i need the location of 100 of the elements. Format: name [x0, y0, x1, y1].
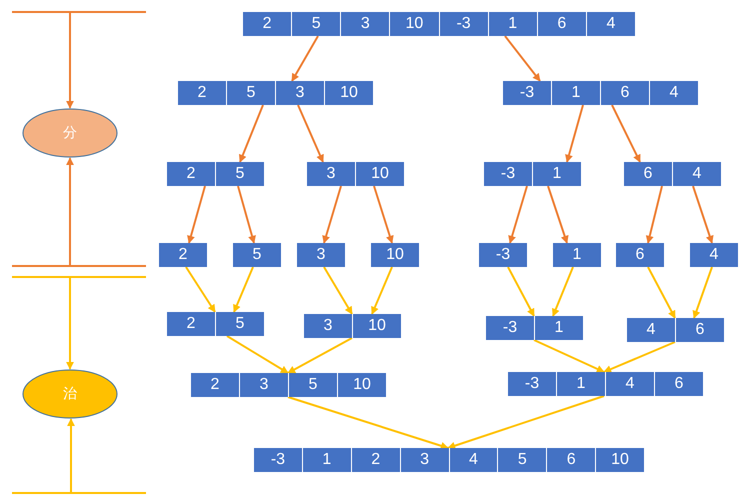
arrow	[233, 266, 254, 313]
arrow	[288, 396, 449, 450]
array-value: 6	[634, 245, 646, 265]
arrow	[323, 266, 353, 315]
array-value: -3	[518, 83, 536, 103]
array-value: 4	[448, 448, 498, 472]
array-value: 4	[649, 81, 698, 105]
array-value: 3	[322, 316, 334, 336]
array-value: 3	[275, 81, 324, 105]
array-bar	[508, 372, 703, 396]
array-bar	[297, 243, 345, 267]
arrow	[185, 266, 216, 313]
array-value: -3	[502, 318, 518, 338]
horizontal-line	[12, 265, 146, 267]
array-bar	[307, 162, 404, 186]
array-bar	[243, 12, 635, 36]
array-value: 2	[262, 14, 273, 34]
array-value: 1	[551, 81, 600, 105]
array-value: 10	[324, 81, 373, 105]
array-value: 4	[672, 162, 721, 186]
array-bar	[479, 243, 527, 267]
array-value: 10	[352, 314, 401, 338]
array-bar	[191, 373, 386, 397]
arrow	[373, 186, 394, 244]
array-value: 6	[642, 164, 654, 184]
arrow	[534, 339, 605, 373]
arrow	[507, 266, 535, 317]
array-value: 5	[497, 448, 546, 472]
arrow	[504, 35, 541, 82]
array-value: 6	[675, 318, 724, 342]
array-value: 1	[534, 316, 583, 340]
array-value: -3	[494, 245, 512, 265]
ellipse-label: 分	[62, 124, 78, 142]
array-bar	[627, 318, 724, 342]
array-value: 3	[316, 245, 326, 265]
array-bar	[304, 314, 401, 338]
arrow	[187, 186, 206, 244]
array-bar	[503, 81, 698, 105]
array-value: 2	[178, 245, 188, 265]
arrow	[66, 157, 74, 265]
array-value: 2	[210, 375, 220, 395]
array-value: 2	[196, 83, 208, 103]
array-bar	[371, 243, 419, 267]
array-value: 3	[326, 164, 336, 184]
arrow	[508, 186, 528, 244]
arrow	[547, 186, 569, 244]
array-value: 5	[291, 12, 340, 36]
array-value: 4	[646, 320, 656, 340]
horizontal-line	[12, 492, 146, 494]
array-value: 10	[389, 12, 438, 36]
arrow	[692, 186, 714, 244]
arrow	[646, 186, 663, 244]
array-value: -3	[270, 450, 286, 470]
array-value: 3	[239, 373, 288, 397]
array-bar	[616, 243, 664, 267]
arrow	[447, 395, 604, 450]
arrow	[371, 266, 393, 315]
array-value: 1	[532, 162, 581, 186]
array-value: 3	[400, 448, 448, 472]
array-bar	[254, 448, 644, 472]
array-bar	[484, 162, 581, 186]
array-value: 5	[215, 312, 264, 336]
array-value: 6	[546, 448, 596, 472]
horizontal-line	[12, 276, 146, 278]
array-value: 6	[600, 81, 649, 105]
array-value: 1	[556, 372, 605, 396]
array-value: 4	[708, 245, 720, 265]
array-value: 2	[350, 448, 400, 472]
array-value: 1	[572, 245, 582, 265]
arrow	[287, 337, 352, 374]
array-value: 1	[302, 448, 351, 472]
array-bar	[486, 316, 583, 340]
array-bar	[233, 243, 281, 267]
array-value: 10	[385, 245, 405, 265]
array-value: 3	[340, 12, 390, 36]
array-value: 5	[215, 162, 264, 186]
array-value: 2	[186, 164, 196, 184]
array-value: 5	[252, 245, 262, 265]
arrow	[226, 335, 289, 374]
ellipse-label: 治	[62, 385, 78, 403]
array-value: 6	[654, 372, 703, 396]
arrow	[297, 104, 324, 163]
array-value: 1	[488, 12, 537, 36]
array-bar	[624, 162, 721, 186]
array-bar	[159, 243, 207, 267]
arrow	[603, 341, 676, 373]
arrow	[67, 418, 75, 492]
arrow	[66, 278, 74, 370]
array-value: 4	[586, 12, 635, 36]
arrow	[647, 266, 676, 319]
array-bar	[690, 243, 738, 267]
arrow	[552, 266, 574, 317]
array-bar	[167, 162, 264, 186]
horizontal-line	[12, 11, 146, 13]
array-bar	[553, 243, 601, 267]
array-bar	[178, 81, 373, 105]
array-value: 2	[186, 314, 196, 334]
array-value: 5	[288, 373, 337, 397]
arrow	[322, 186, 342, 244]
array-bar	[167, 312, 264, 336]
